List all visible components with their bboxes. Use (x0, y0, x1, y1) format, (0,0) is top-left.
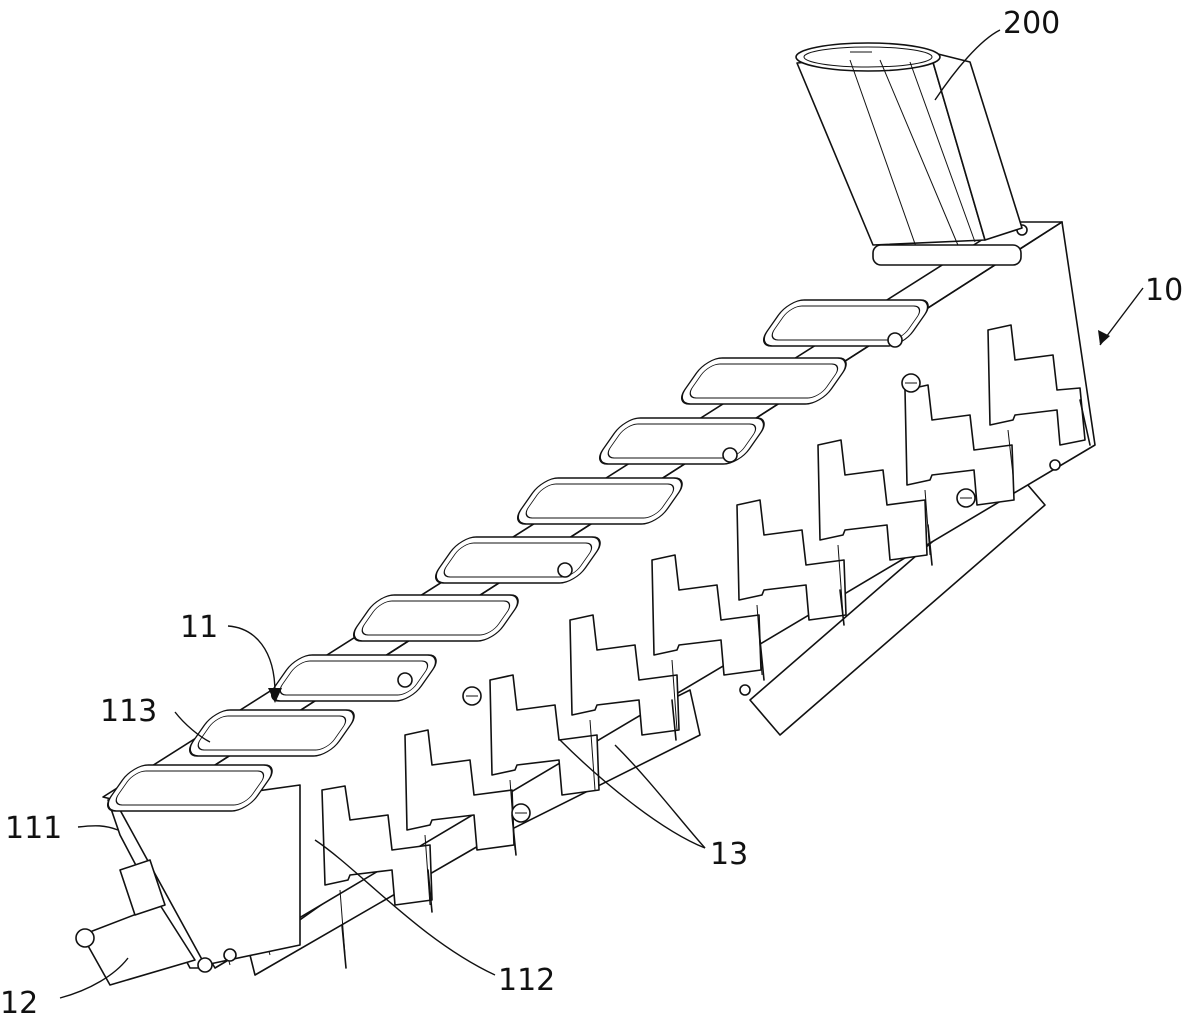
base-bracket (75, 859, 237, 986)
reference-labels: 200 10 11 113 111 12 112 13 (0, 6, 1183, 1021)
slot (763, 299, 929, 347)
slot (271, 654, 437, 702)
slot (353, 594, 519, 642)
pocket (569, 614, 680, 791)
slot (189, 709, 355, 757)
slot (681, 357, 847, 405)
label-12: 12 (0, 986, 38, 1021)
pocket (987, 324, 1086, 476)
cartridge (795, 42, 1023, 266)
pocket-row (321, 324, 1086, 956)
label-200: 200 (1003, 6, 1060, 41)
plate-clips (397, 224, 1028, 688)
slot (517, 477, 683, 525)
label-10: 10 (1145, 273, 1183, 308)
mounting-pins (341, 399, 1091, 969)
label-113: 113 (100, 694, 157, 729)
pocket (651, 554, 762, 731)
label-11: 11 (180, 610, 218, 645)
label-13: 13 (710, 837, 748, 872)
label-111: 111 (5, 811, 62, 846)
screws (462, 373, 1061, 823)
label-112: 112 (498, 963, 555, 998)
slot (107, 764, 273, 812)
leader-lines (59, 29, 1144, 999)
